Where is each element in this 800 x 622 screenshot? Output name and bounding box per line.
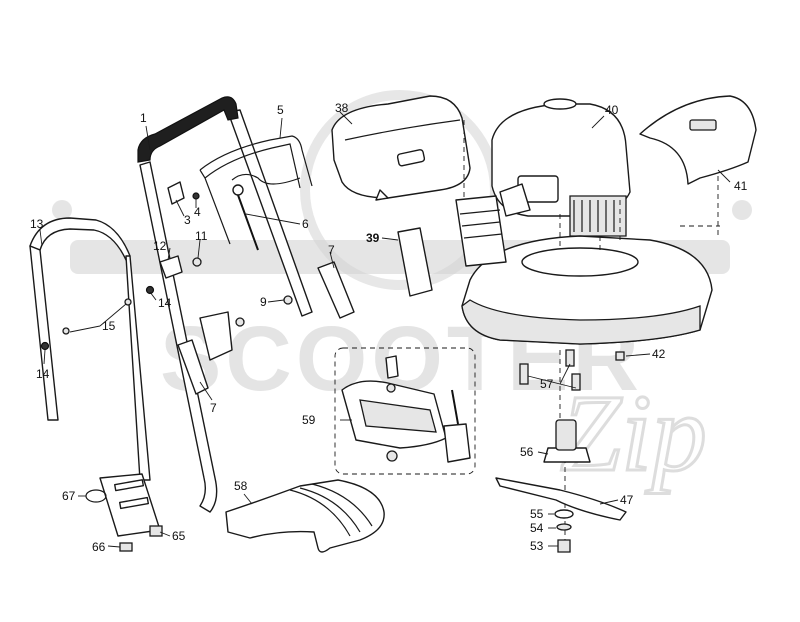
callout-56: 56 [520,445,534,459]
part-engine [491,98,631,237]
washer-54 [556,523,572,531]
callout-7-upper: 7 [328,243,335,257]
callout-41: 41 [734,179,748,193]
callout-1: 1 [140,111,147,125]
callout-4: 4 [194,205,201,219]
nut-15a [62,327,70,335]
callout-55: 55 [530,507,544,521]
watermark-script: Zip [560,372,707,494]
callout-5: 5 [277,103,284,117]
callout-67: 67 [62,489,76,503]
part-rear-flap [225,479,385,553]
hardware-items [40,181,355,552]
callout-42: 42 [652,347,666,361]
watermark-dot-left [52,200,72,220]
nut-65 [149,525,163,537]
callout-13: 13 [30,217,44,231]
bolt-53 [557,539,571,553]
part-lower-handle [29,217,161,537]
bolt-14-upper [145,285,155,295]
screw-42 [615,351,625,361]
bolt-14-lower [40,341,50,351]
bolt-57c [571,373,581,391]
washer-9 [283,295,293,305]
callout-11: 11 [195,229,208,243]
callout-12: 12 [153,239,167,253]
nut-11 [192,257,202,267]
callout-3: 3 [184,213,191,227]
bolt-57b [565,349,575,367]
callout-14-lower: 14 [36,367,50,381]
part-engine-cover [331,95,471,201]
knob-7-lower [177,339,209,395]
bolt-66 [119,542,133,552]
callout-57: 57 [540,377,554,391]
callout-38: 38 [335,101,349,115]
bracket-12 [159,255,183,279]
blade-47 [495,477,627,521]
callout-40: 40 [605,103,619,117]
part-upper-handle [137,96,313,513]
handle-grip [137,96,239,163]
explode-lines [463,120,720,545]
kit-frame [334,347,476,475]
handle-lower-bracket [199,311,233,361]
nut-15b [124,298,132,306]
part-rear-cover [639,95,757,185]
leader-lines [39,111,731,548]
watermark-dot-right [732,200,752,220]
clip-3 [167,181,185,205]
callout-14-upper: 14 [158,296,172,310]
washer-55 [554,509,574,519]
callout-9: 9 [260,295,267,309]
washer-9b [235,317,245,327]
callout-66: 66 [92,540,106,554]
callout-7-lower: 7 [210,401,217,415]
part-deck [397,195,713,345]
part-cable [232,184,259,251]
callout-47: 47 [620,493,634,507]
callout-6: 6 [302,217,309,231]
bolt-57a [519,363,529,385]
part-baffle-kit [334,347,476,475]
part-control-bail [199,135,313,245]
callout-65: 65 [172,529,186,543]
part-blade-assembly [495,349,627,553]
knob-7-upper [317,261,355,319]
callout-59: 59 [302,413,316,427]
callout-54: 54 [530,521,544,535]
callout-labels: 1 3 4 5 6 7 7 9 11 12 13 14 14 15 38 39 … [30,101,748,554]
callout-53: 53 [530,539,544,553]
clip-67 [85,489,107,503]
callout-58: 58 [234,479,248,493]
callout-39: 39 [366,231,380,245]
callout-15: 15 [102,319,116,333]
